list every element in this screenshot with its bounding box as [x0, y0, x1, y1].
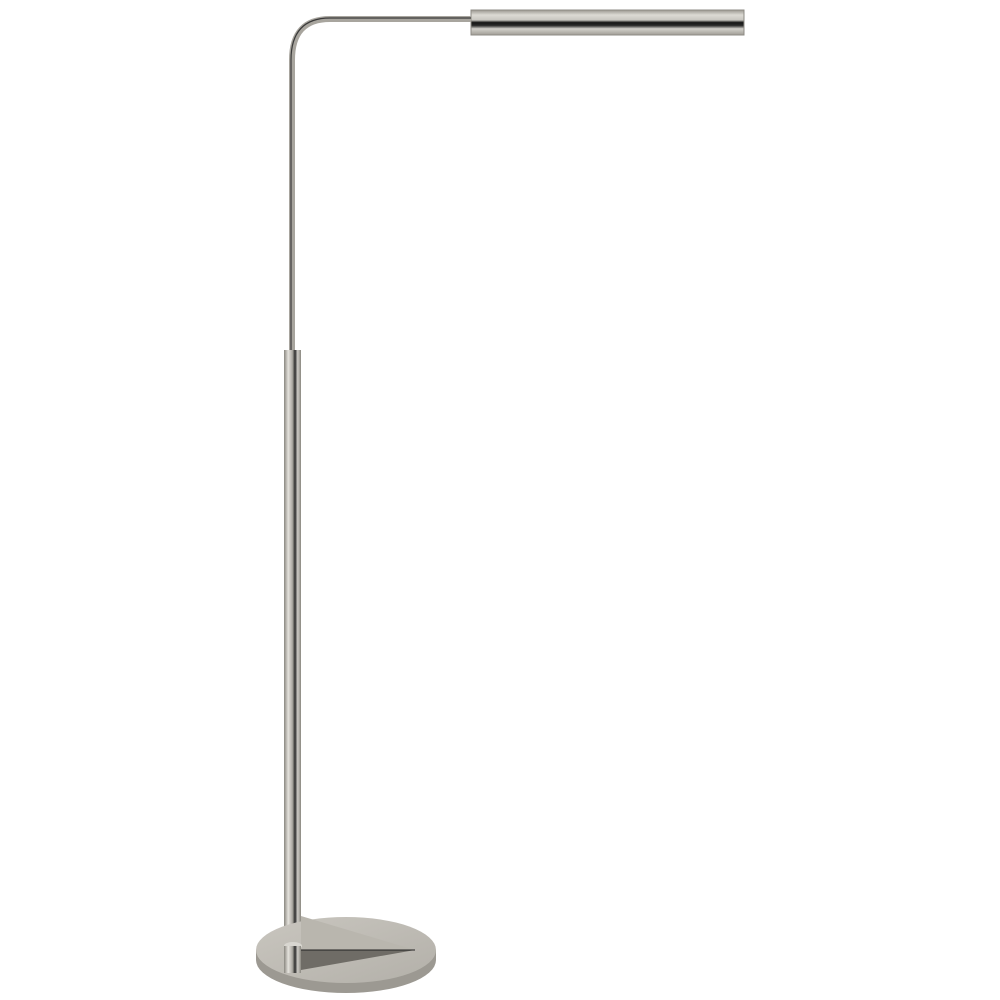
lamp-collar — [284, 350, 301, 384]
lamp-head — [470, 9, 745, 36]
lamp-arm — [289, 16, 471, 352]
lamp-pole — [284, 383, 301, 938]
lamp-base — [256, 916, 436, 993]
